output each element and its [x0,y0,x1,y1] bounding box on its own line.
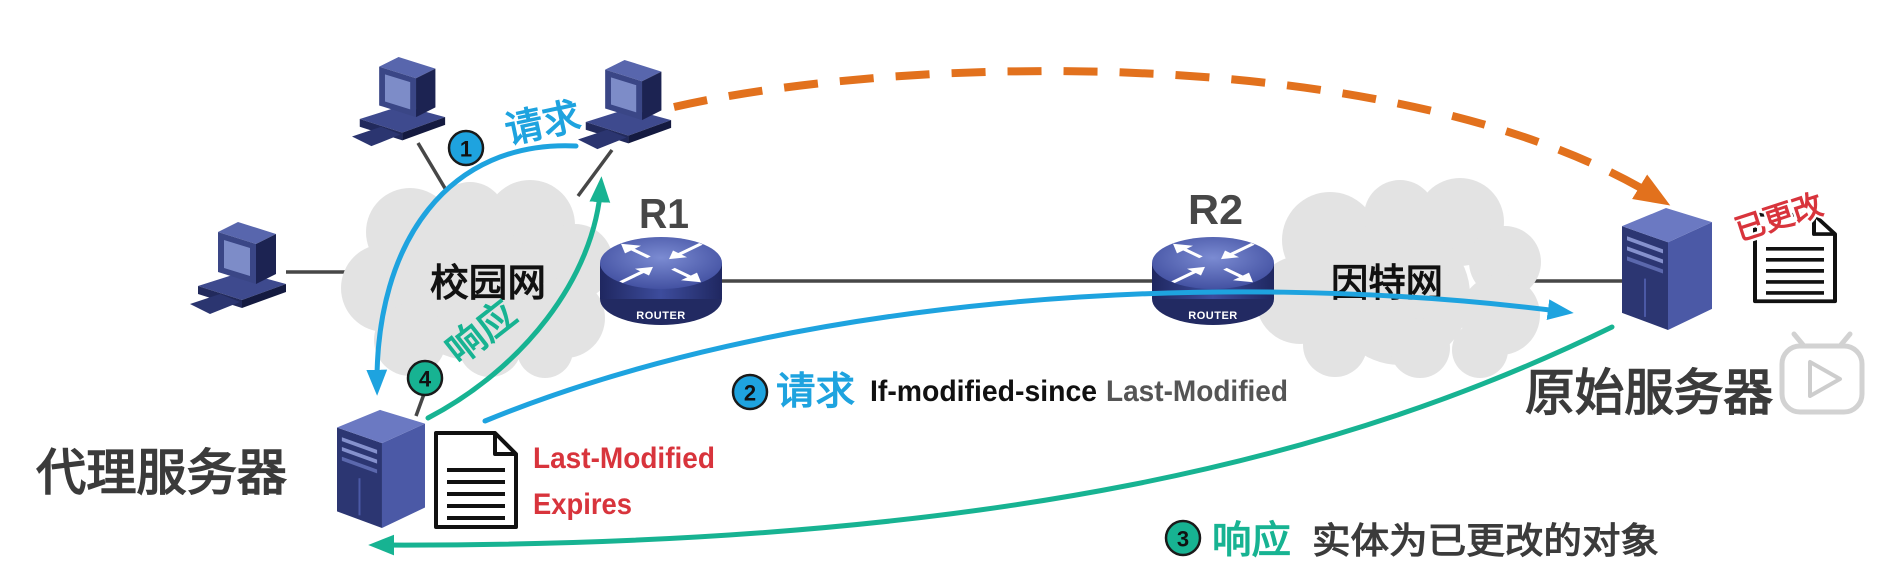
play-button[interactable] [1779,331,1865,415]
router-icon [600,237,722,325]
step3-badge: 3 [1164,519,1202,557]
step1-badge: 1 [447,129,485,167]
origin-server-icon [1622,207,1712,330]
proxy-doc-last-modified: Last-Modified [533,442,715,475]
step3-label: 响应 [1212,520,1291,562]
step2-header-value: Last-Modified [1106,375,1288,408]
play-icon [1808,360,1842,398]
router-badge: ROUTER [636,310,685,322]
campus-network-label: 校园网 [430,263,546,305]
proxy-doc-expires: Expires [533,488,632,521]
campus-network-cloud [341,180,613,378]
step-number: 2 [744,381,756,406]
step3-detail: 实体为已更改的对象 [1312,520,1659,561]
desktop-computer-icon [578,59,672,150]
step3-response-arrow [368,324,1615,556]
step-number: 3 [1177,527,1189,552]
router-r1-label: R1 [639,190,689,237]
conditional-request-dashed-arrow [673,67,1671,206]
step4-badge: 4 [406,359,444,397]
step2-label: 请求 [776,371,855,413]
step2-request-arrow [482,289,1574,424]
proxy-document-icon [434,431,518,529]
router-r2-label: R2 [1188,186,1243,233]
step1-request-arrow [366,143,579,396]
step4-response-arrow [425,176,611,421]
router-r2: ROUTER [1152,237,1274,325]
step2-header-name: If-modified-since [870,375,1097,408]
router-badge: ROUTER [1188,310,1237,322]
step2-badge: 2 [731,373,769,411]
desktop-computer-icon [352,56,446,147]
desktop-computer-icon [190,222,286,314]
link-pc2-campus [576,148,614,198]
proxy-server-label: 代理服务器 [35,445,288,501]
router-r1: ROUTER [600,237,722,325]
step-number: 1 [460,137,472,162]
origin-server-label: 原始服务器 [1525,365,1774,421]
step-number: 4 [419,367,432,392]
internet-cloud [1256,178,1541,378]
proxy-server-icon [337,408,425,528]
